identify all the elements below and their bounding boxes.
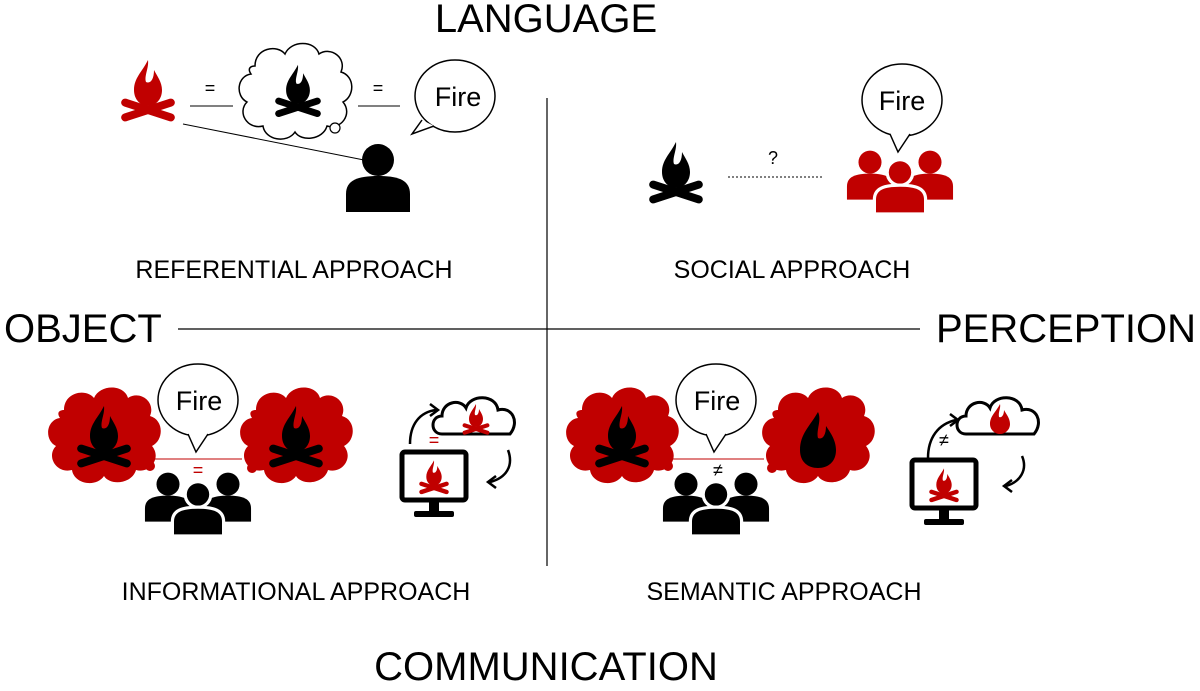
equals-symbol-1: = (205, 78, 216, 98)
equals-symbol-computer: = (429, 430, 440, 450)
fire-icon-red (120, 60, 176, 123)
quadrant-social: Fire ? SOCIAL APPROACH (648, 63, 956, 284)
speech-bubble-tail-icon (889, 133, 911, 154)
axis-label-top: LANGUAGE (435, 0, 657, 41)
speech-bubble-tail-icon (409, 119, 435, 136)
arrowhead-icon (949, 413, 961, 427)
thought-dot-icon (767, 463, 777, 473)
fire-icon-red (928, 468, 960, 503)
speech-bubble-text: Fire (694, 386, 741, 416)
speech-bubble-text: Fire (435, 82, 482, 112)
not-equal-symbol-computer: ≠ (939, 430, 949, 450)
arrow-up-icon (408, 408, 437, 445)
speech-bubble-tail-icon (705, 433, 727, 454)
group-icon (142, 470, 254, 538)
speech-bubble-text: Fire (879, 86, 926, 116)
thought-dot-icon (145, 461, 155, 471)
speech-bubble-tail-icon (187, 433, 209, 454)
arrow-up-icon (926, 418, 957, 459)
quadrant-semantic: Fire ≠ ≠ SEMANTIC APPROACH (566, 363, 1040, 606)
not-equal-symbol: ≠ (713, 460, 723, 480)
arrowhead-icon (429, 403, 441, 417)
group-icon-red (844, 148, 956, 216)
arrow-down-icon (489, 449, 512, 484)
thought-dot-icon (663, 461, 673, 471)
fire-icon-black (648, 142, 704, 205)
equals-symbol-2: = (373, 78, 384, 98)
axis-label-right: PERCEPTION (936, 307, 1196, 351)
person-icon (346, 144, 410, 212)
quadrant-label-semantic: SEMANTIC APPROACH (646, 578, 921, 606)
quadrant-informational: Fire = = INFORMATIONAL APPROACH (48, 363, 516, 606)
axis-label-left: OBJECT (4, 307, 162, 351)
question-mark: ? (768, 148, 778, 168)
thought-dot-icon (329, 122, 341, 134)
fire-icon-red (418, 460, 450, 495)
thought-cloud-red-icon (762, 387, 875, 484)
flame-icon-black (800, 412, 836, 468)
quadrant-label-informational: INFORMATIONAL APPROACH (122, 578, 471, 606)
quadrant-label-referential: REFERENTIAL APPROACH (135, 256, 452, 284)
thought-dot-icon (247, 463, 257, 473)
speech-bubble-text: Fire (176, 386, 223, 416)
equals-symbol: = (193, 460, 204, 480)
axis-label-bottom: COMMUNICATION (374, 645, 718, 686)
arrowhead-icon (1001, 479, 1013, 493)
reference-line (182, 123, 365, 161)
quadrant-referential: = = Fire REFERENTIAL APPROACH (120, 42, 496, 284)
quadrant-label-social: SOCIAL APPROACH (674, 256, 911, 284)
flame-icon-red (990, 404, 1010, 434)
arrow-down-icon (1005, 455, 1026, 488)
group-icon (660, 470, 772, 538)
arrowhead-icon (485, 475, 497, 489)
